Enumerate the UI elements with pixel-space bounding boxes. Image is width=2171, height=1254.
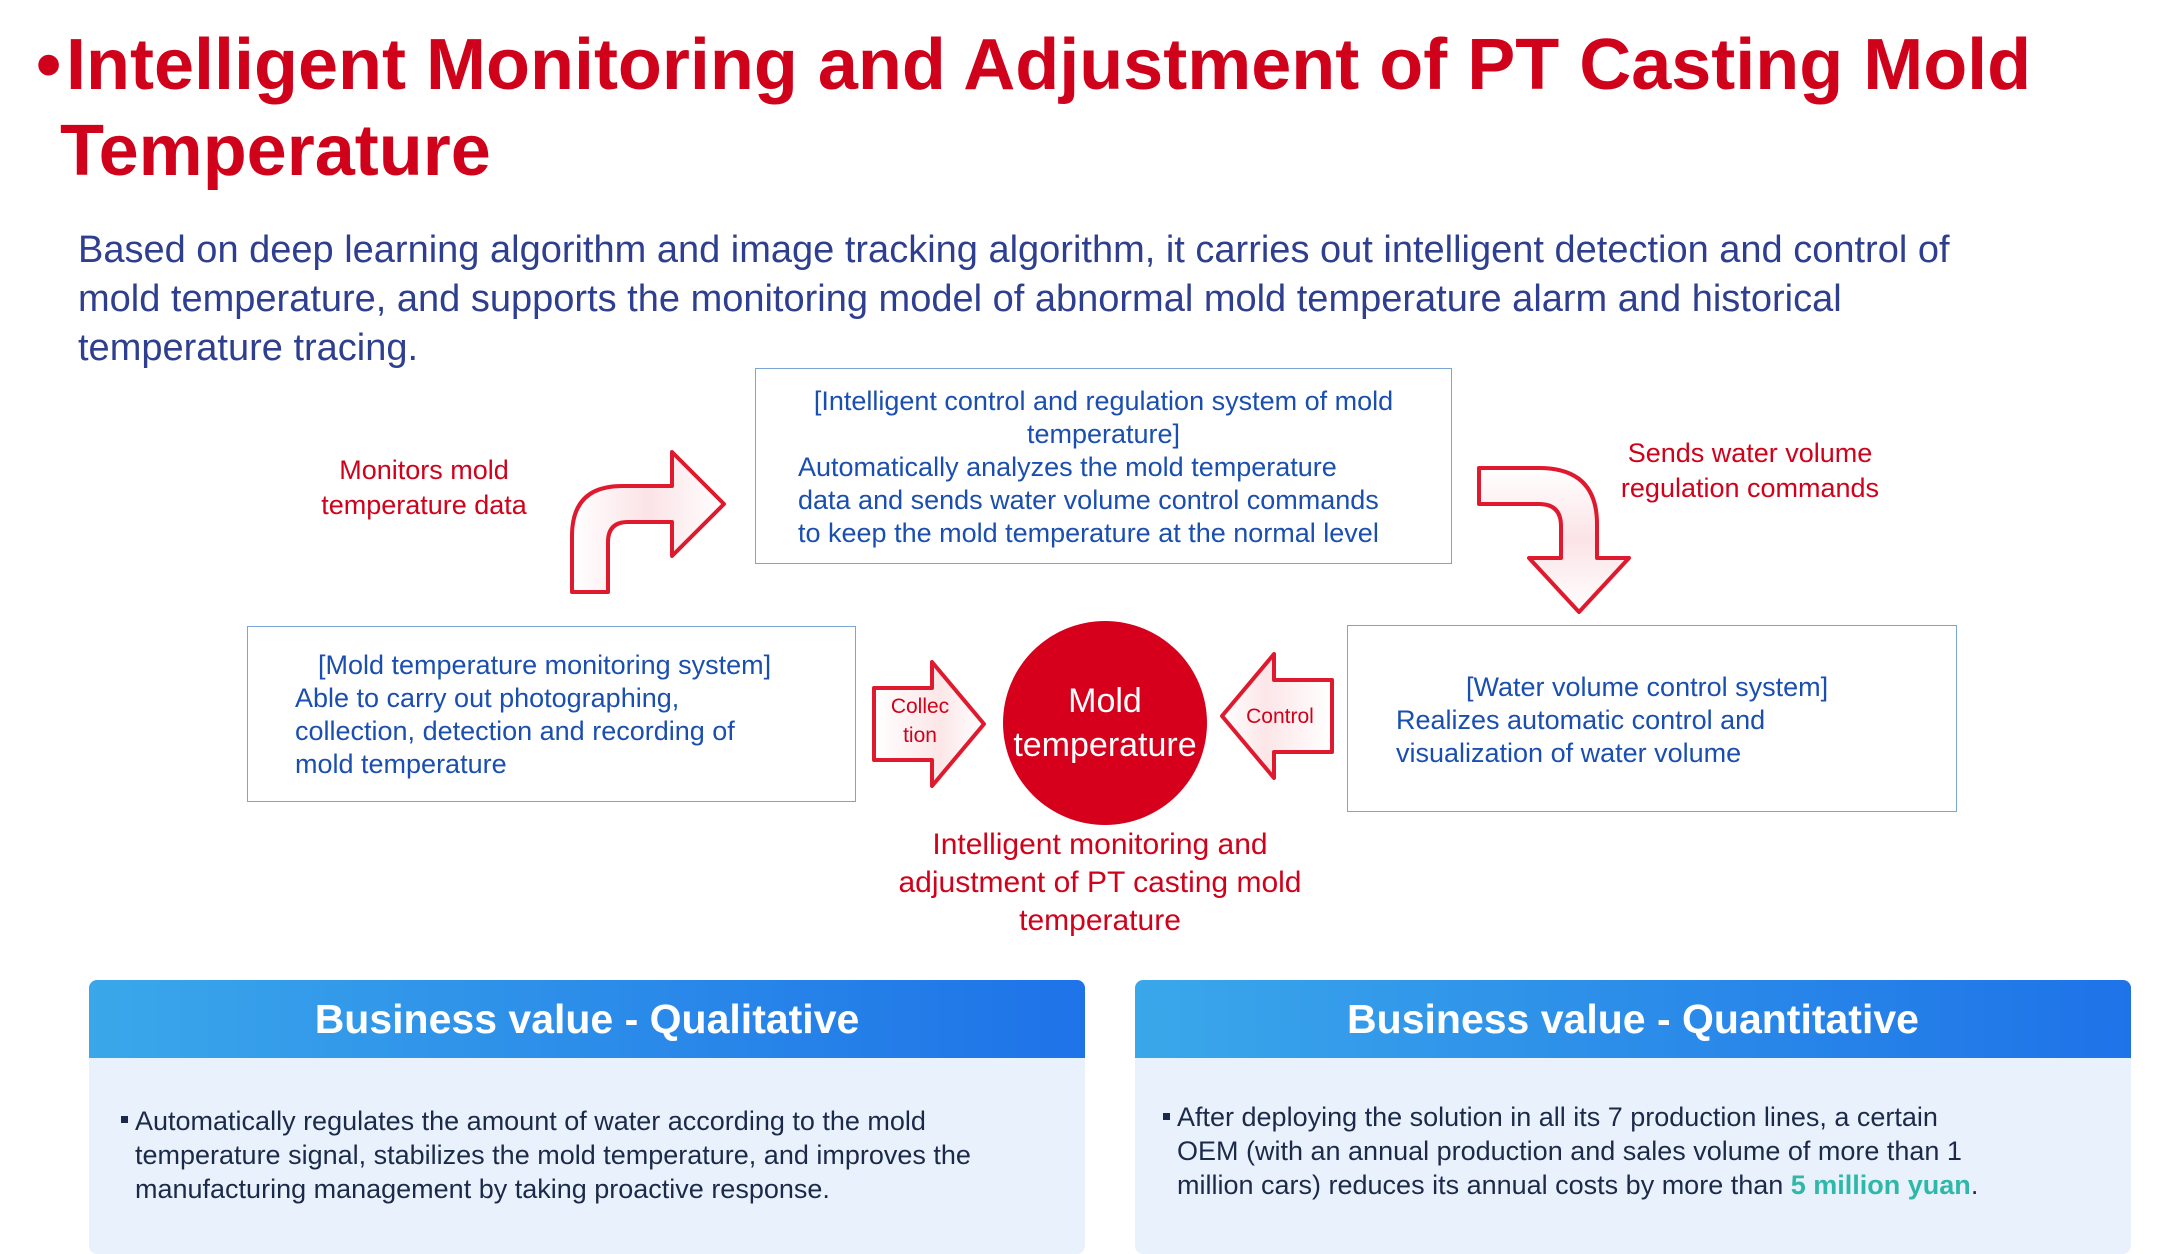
monitoring-system-body-1: Able to carry out photographing, xyxy=(295,683,680,713)
caption-line-3: temperature xyxy=(1019,904,1181,937)
control-system-body-2: data and sends water volume control comm… xyxy=(798,485,1379,515)
quantitative-panel-body: After deploying the solution in all its … xyxy=(1135,1058,2131,1202)
title-line-1: Intelligent Monitoring and Adjustment of… xyxy=(66,25,2032,105)
intro-line-3: temperature tracing. xyxy=(78,327,419,369)
title-bullet: • xyxy=(36,25,62,105)
control-system-box: [Intelligent control and regulation syst… xyxy=(755,368,1452,564)
control-arrow-label: Control xyxy=(1246,705,1314,728)
circle-line-2: temperature xyxy=(1013,726,1197,764)
water-control-system-box: [Water volume control system] Realizes a… xyxy=(1347,625,1957,812)
diagram-caption: Intelligent monitoring and adjustment of… xyxy=(860,826,1340,940)
circle-line-1: Mold xyxy=(1068,682,1142,720)
qualitative-line-3: manufacturing management by taking proac… xyxy=(135,1174,830,1204)
quantitative-line-3-post: . xyxy=(1970,1170,1979,1200)
monitoring-system-body-2: collection, detection and recording of xyxy=(295,716,735,746)
title-line-2: Temperature xyxy=(60,111,491,191)
quantitative-line-1: After deploying the solution in all its … xyxy=(1177,1102,1938,1132)
quantitative-highlight: 5 million yuan xyxy=(1790,1170,1971,1200)
mold-temperature-circle: Mold temperature xyxy=(1003,621,1207,825)
quantitative-panel: Business value - Quantitative After depl… xyxy=(1135,980,2131,1254)
collection-label-line-1: Collec xyxy=(890,695,950,718)
sends-label-line-1: Sends water volume xyxy=(1627,438,1873,468)
water-control-system-body-2: visualization of water volume xyxy=(1396,738,1742,768)
control-arrow-icon xyxy=(1220,652,1334,780)
collection-arrow-label: Collec tion xyxy=(874,692,966,750)
intro-paragraph: Based on deep learning algorithm and ima… xyxy=(78,226,2138,373)
intro-line-2: mold temperature, and supports the monit… xyxy=(78,278,1842,320)
bullet-square-icon xyxy=(1163,1113,1170,1120)
bent-arrow-up-right-icon xyxy=(570,450,726,594)
monitors-label-line-2: temperature data xyxy=(321,490,527,520)
quantitative-line-3-pre: million cars) reduces its annual costs b… xyxy=(1177,1170,1791,1200)
qualitative-line-1: Automatically regulates the amount of wa… xyxy=(135,1106,926,1136)
collection-label-line-2: tion xyxy=(903,724,937,747)
intro-line-1: Based on deep learning algorithm and ima… xyxy=(78,229,1950,271)
caption-line-1: Intelligent monitoring and xyxy=(932,828,1268,861)
control-system-head-2: temperature] xyxy=(1026,419,1181,449)
qualitative-line-2: temperature signal, stabilizes the mold … xyxy=(135,1140,971,1170)
control-system-body-1: Automatically analyzes the mold temperat… xyxy=(798,452,1337,482)
bullet-square-icon xyxy=(121,1116,128,1123)
caption-line-2: adjustment of PT casting mold xyxy=(898,866,1302,899)
monitors-label: Monitors mold temperature data xyxy=(284,453,564,523)
sends-label-line-2: regulation commands xyxy=(1620,473,1880,503)
sends-label: Sends water volume regulation commands xyxy=(1590,436,1910,506)
quantitative-line-2: OEM (with an annual production and sales… xyxy=(1177,1136,1962,1166)
qualitative-panel: Business value - Qualitative Automatical… xyxy=(89,980,1085,1254)
monitoring-system-box: [Mold temperature monitoring system] Abl… xyxy=(247,626,856,802)
quantitative-line-3: million cars) reduces its annual costs b… xyxy=(1177,1168,2081,1202)
monitoring-system-body-3: mold temperature xyxy=(295,749,507,779)
monitors-label-line-1: Monitors mold xyxy=(339,455,509,485)
monitoring-system-head: [Mold temperature monitoring system] xyxy=(318,650,772,680)
control-system-head-1: [Intelligent control and regulation syst… xyxy=(813,386,1394,416)
control-system-body-3: to keep the mold temperature at the norm… xyxy=(798,518,1379,548)
collection-arrow-icon xyxy=(872,660,986,788)
water-control-system-head: [Water volume control system] xyxy=(1466,672,1829,702)
qualitative-panel-title: Business value - Qualitative xyxy=(89,980,1085,1058)
bent-arrow-right-down-icon xyxy=(1477,466,1631,614)
water-control-system-body-1: Realizes automatic control and xyxy=(1396,705,1766,735)
qualitative-panel-body: Automatically regulates the amount of wa… xyxy=(89,1058,1085,1206)
quantitative-panel-title: Business value - Quantitative xyxy=(1135,980,2131,1058)
